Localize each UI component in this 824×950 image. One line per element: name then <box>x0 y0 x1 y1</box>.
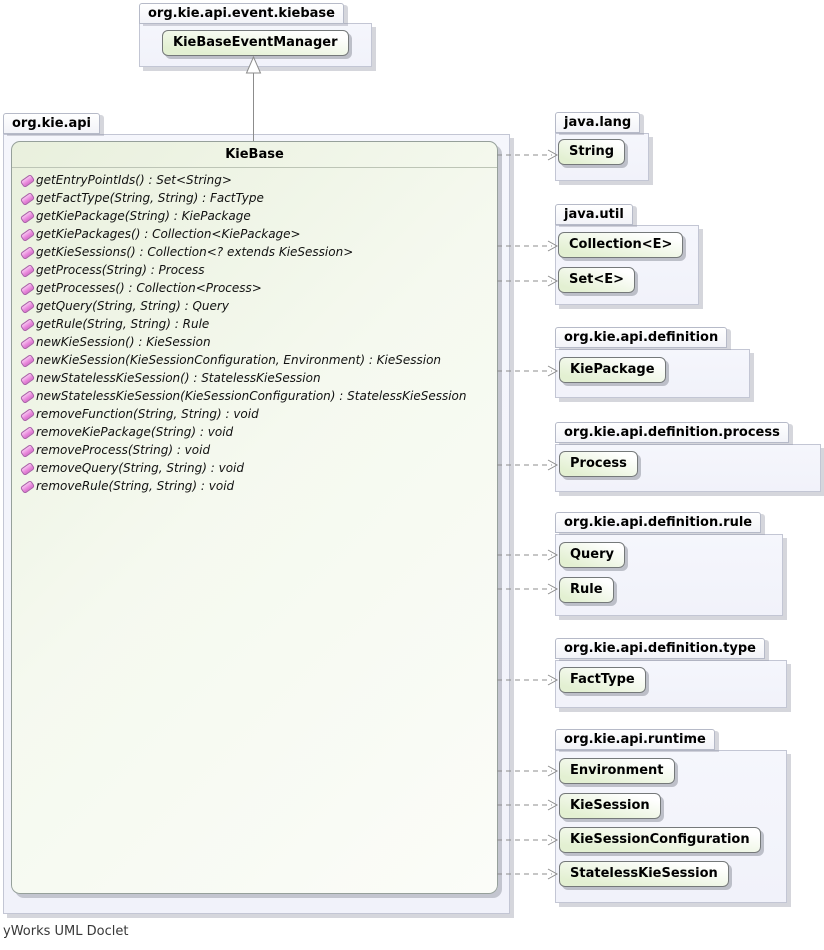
method-icon <box>19 444 36 457</box>
method-row: getProcess(String) : Process <box>19 261 497 279</box>
method-icon <box>19 246 36 259</box>
method-icon <box>19 228 36 241</box>
method-icon <box>19 372 36 385</box>
class-collection[interactable]: Collection<E> <box>558 232 683 258</box>
package-tab-org-kie-api[interactable]: org.kie.api <box>3 113 100 134</box>
class-rule[interactable]: Rule <box>559 577 614 603</box>
class-string[interactable]: String <box>558 139 625 165</box>
method-icon <box>19 318 36 331</box>
class-kiesession[interactable]: KieSession <box>559 793 661 819</box>
class-kiebase[interactable]: KieBase getEntryPointIds() : Set<String>… <box>11 141 498 894</box>
method-icon <box>19 336 36 349</box>
method-icon <box>19 426 36 439</box>
class-kiesessionconfiguration[interactable]: KieSessionConfiguration <box>559 827 761 853</box>
method-row: getKiePackage(String) : KiePackage <box>19 207 497 225</box>
package-tab-event-kiebase[interactable]: org.kie.api.event.kiebase <box>139 3 344 24</box>
class-kiepackage[interactable]: KiePackage <box>559 357 666 383</box>
package-tab-java-lang[interactable]: java.lang <box>555 112 640 133</box>
method-row: removeRule(String, String) : void <box>19 477 497 495</box>
class-statelesskiesession[interactable]: StatelessKieSession <box>559 861 729 887</box>
credit-label: yWorks UML Doclet <box>3 924 128 939</box>
package-tab-runtime[interactable]: org.kie.api.runtime <box>555 729 715 750</box>
class-set[interactable]: Set<E> <box>558 267 635 293</box>
package-tab-java-util[interactable]: java.util <box>555 204 633 225</box>
method-row: removeQuery(String, String) : void <box>19 459 497 477</box>
method-row: getKiePackages() : Collection<KiePackage… <box>19 225 497 243</box>
class-facttype[interactable]: FactType <box>559 667 646 693</box>
class-environment[interactable]: Environment <box>559 758 675 784</box>
method-row: getEntryPointIds() : Set<String> <box>19 171 497 189</box>
method-icon <box>19 300 36 313</box>
method-row: newStatelessKieSession() : StatelessKieS… <box>19 369 497 387</box>
package-tab-definition-rule[interactable]: org.kie.api.definition.rule <box>555 512 761 533</box>
kiebase-method-list: getEntryPointIds() : Set<String> getFact… <box>12 168 497 495</box>
package-tab-definition-type[interactable]: org.kie.api.definition.type <box>555 638 765 659</box>
method-row: newKieSession(KieSessionConfiguration, E… <box>19 351 497 369</box>
method-icon <box>19 408 36 421</box>
method-icon <box>19 282 36 295</box>
method-row: getFactType(String, String) : FactType <box>19 189 497 207</box>
method-row: getQuery(String, String) : Query <box>19 297 497 315</box>
class-query[interactable]: Query <box>559 542 625 568</box>
method-row: newStatelessKieSession(KieSessionConfigu… <box>19 387 497 405</box>
method-row: removeProcess(String) : void <box>19 441 497 459</box>
package-tab-definition-process[interactable]: org.kie.api.definition.process <box>555 422 789 443</box>
method-row: removeKiePackage(String) : void <box>19 423 497 441</box>
method-icon <box>19 192 36 205</box>
class-kiebase-title: KieBase <box>12 142 497 168</box>
method-row: getKieSessions() : Collection<? extends … <box>19 243 497 261</box>
method-row: newKieSession() : KieSession <box>19 333 497 351</box>
method-icon <box>19 264 36 277</box>
method-row: getRule(String, String) : Rule <box>19 315 497 333</box>
inheritance-connector <box>247 57 261 141</box>
method-icon <box>19 462 36 475</box>
method-icon <box>19 354 36 367</box>
class-kiebaseeventmanager[interactable]: KieBaseEventManager <box>162 30 349 56</box>
package-tab-definition[interactable]: org.kie.api.definition <box>555 327 727 348</box>
method-icon <box>19 480 36 493</box>
method-row: removeFunction(String, String) : void <box>19 405 497 423</box>
class-process[interactable]: Process <box>559 451 638 477</box>
method-icon <box>19 210 36 223</box>
method-icon <box>19 390 36 403</box>
method-icon <box>19 174 36 187</box>
method-row: getProcesses() : Collection<Process> <box>19 279 497 297</box>
